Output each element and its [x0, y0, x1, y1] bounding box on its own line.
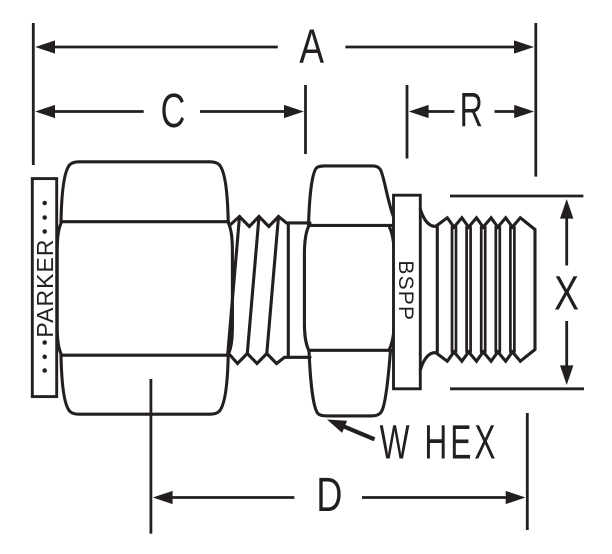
svg-text:BSPP: BSPP [394, 260, 417, 321]
svg-text:A: A [299, 20, 324, 74]
svg-text:C: C [161, 83, 186, 137]
svg-text:R: R [460, 83, 483, 137]
svg-text:PARKER: PARKER [32, 238, 58, 337]
svg-text:X: X [554, 267, 579, 321]
svg-text:W HEX: W HEX [380, 415, 499, 469]
svg-text:D: D [316, 468, 342, 521]
